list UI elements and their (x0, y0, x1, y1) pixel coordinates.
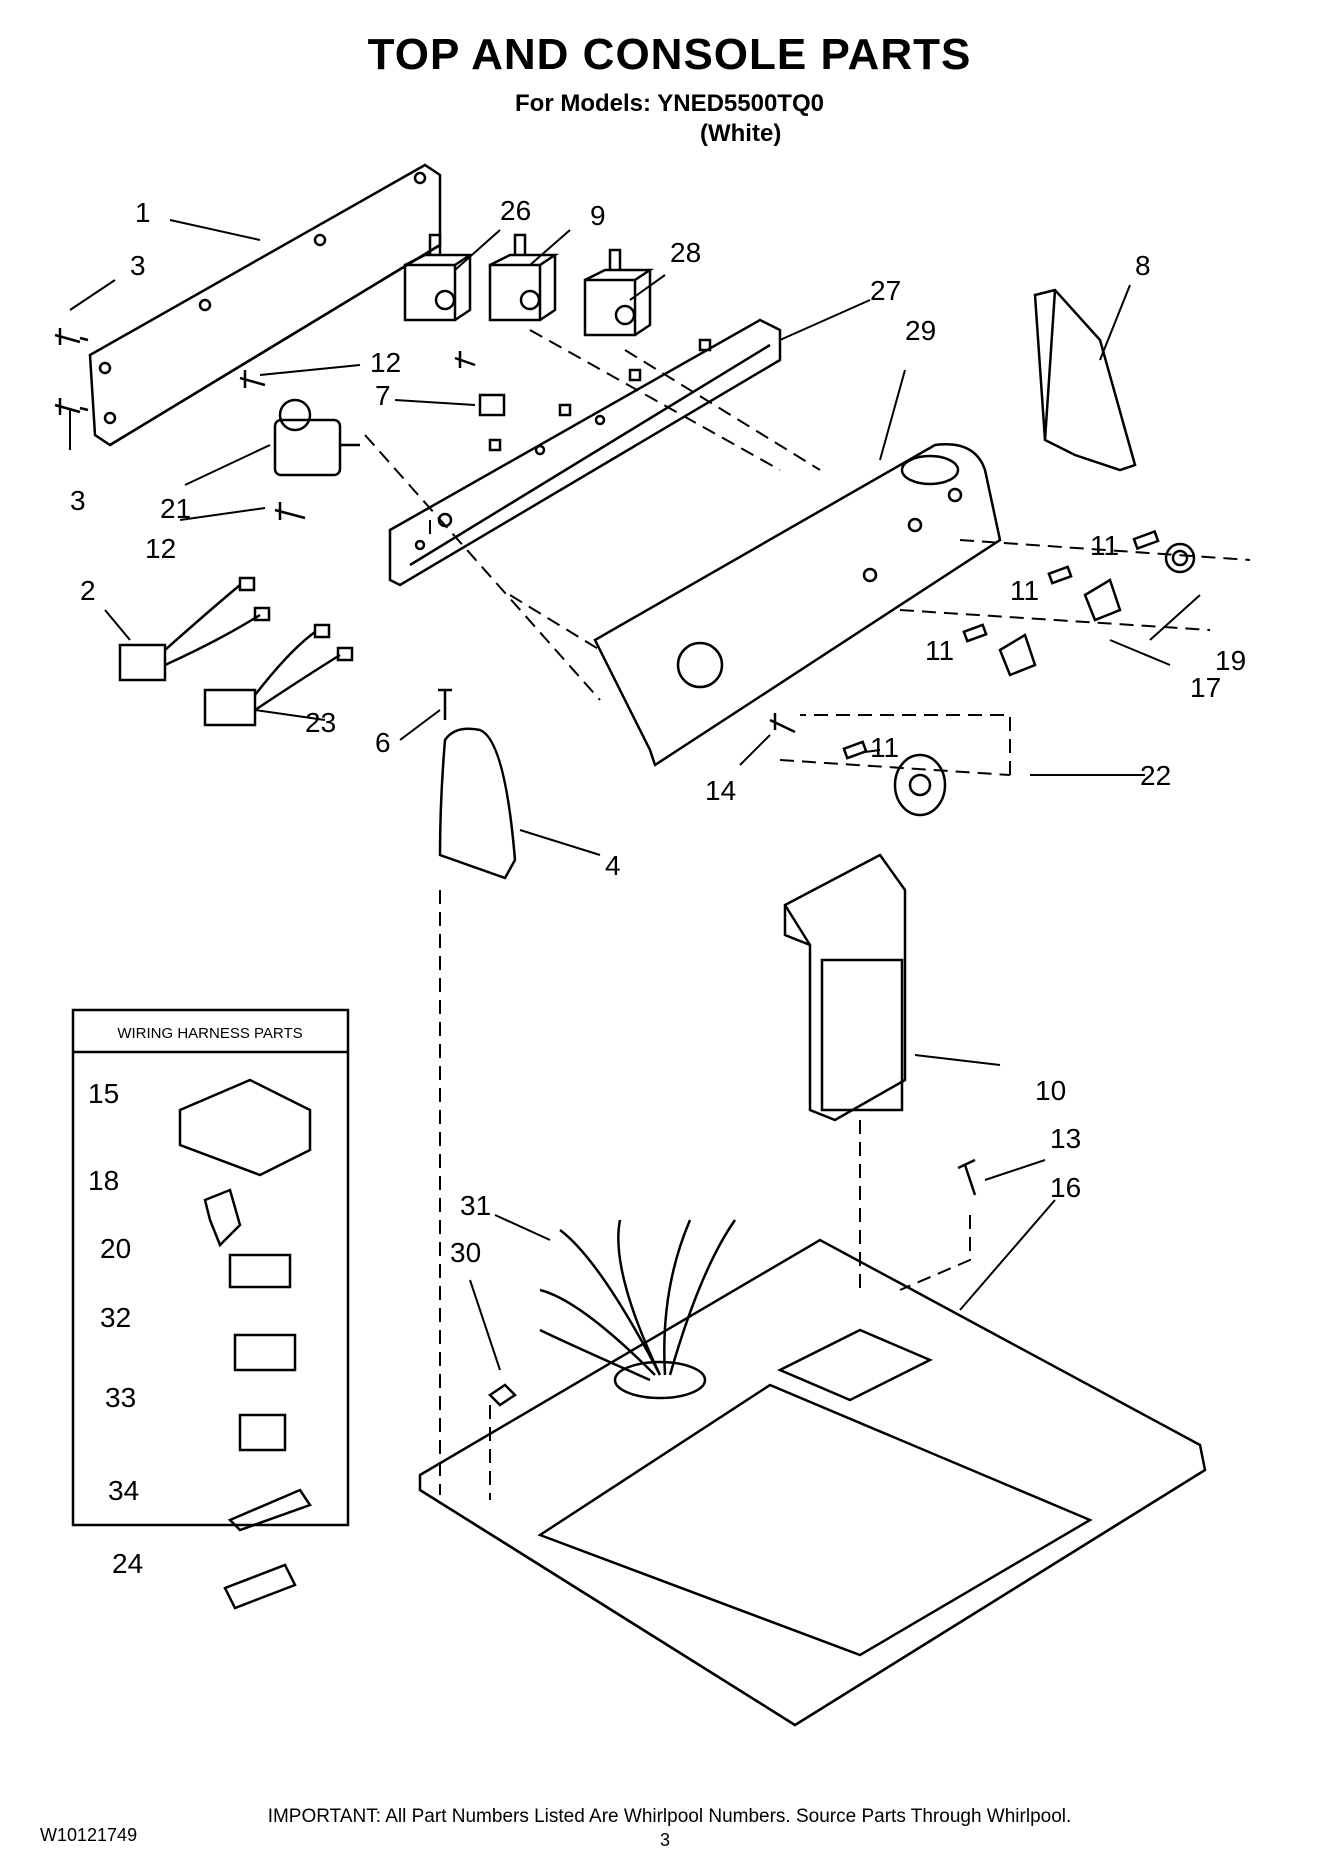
callout-22: 22 (1140, 760, 1171, 791)
screw-part (239, 370, 266, 388)
callout-11: 11 (1090, 530, 1119, 561)
callout-1: 1 (135, 197, 151, 228)
callout-10: 10 (1035, 1075, 1066, 1106)
inset-callout-32: 32 (100, 1302, 131, 1333)
screw-part (769, 713, 796, 734)
pin-part (1132, 529, 1160, 551)
screw-part (54, 398, 89, 415)
knob-22-part (893, 753, 947, 817)
inset-part-18 (203, 1188, 242, 1248)
side-trim-part (438, 727, 517, 880)
callout-30: 30 (450, 1237, 481, 1268)
inset-part-15 (178, 1078, 312, 1177)
inset-part-34 (227, 1488, 312, 1532)
callout-26: 26 (500, 195, 531, 226)
callout-16: 16 (1050, 1172, 1081, 1203)
console-panel-part (593, 443, 1002, 767)
pin-part (842, 740, 868, 760)
lint-screen-part (783, 853, 907, 1122)
callout-12: 12 (370, 347, 401, 378)
end-cap-part (1033, 288, 1137, 472)
timer-part (273, 398, 360, 477)
callout-4: 4 (605, 850, 621, 881)
footer-note: IMPORTANT: All Part Numbers Listed Are W… (267, 1806, 1072, 1827)
page-number: 3 (660, 1830, 671, 1849)
knob-19-part (1164, 542, 1196, 574)
page-title: TOP AND CONSOLE PARTS (367, 30, 972, 79)
inset-callout-layer: 15 18 20 32 33 34 24 (88, 1078, 143, 1579)
wiring-harness-inset (71, 1008, 350, 1527)
screw-part (438, 688, 452, 720)
top-panel-part (418, 1238, 1207, 1727)
inset-callout-34: 34 (108, 1475, 139, 1506)
switch-9-part (488, 233, 560, 322)
callout-7: 7 (375, 380, 391, 411)
main-harness-part (539, 1219, 737, 1382)
callout-6: 6 (375, 727, 391, 758)
clip-part (478, 393, 506, 417)
screw-part (957, 1158, 977, 1196)
model-line: For Models: YNED5500TQ0 (515, 90, 824, 117)
callout-14: 14 (705, 775, 736, 806)
inset-part-32 (233, 1333, 297, 1372)
color-line: (White) (700, 120, 782, 147)
screw-part (54, 328, 89, 345)
inset-callout-15: 15 (88, 1078, 119, 1109)
callout-13: 13 (1050, 1123, 1081, 1154)
callout-29: 29 (905, 315, 936, 346)
inset-callout-18: 18 (88, 1165, 119, 1196)
harness-2-part (118, 576, 271, 682)
inset-part-20 (228, 1253, 292, 1289)
inset-part-24 (223, 1563, 297, 1610)
callout-23: 23 (305, 707, 336, 738)
callout-9: 9 (590, 200, 606, 231)
inset-title: WIRING HARNESS PARTS (117, 1025, 302, 1042)
callout-28: 28 (670, 237, 701, 268)
switch-28-part (583, 248, 655, 337)
callout-27: 27 (870, 275, 901, 306)
callout-3: 3 (130, 250, 146, 281)
callout-8: 8 (1135, 250, 1151, 281)
callout-31: 31 (460, 1190, 491, 1221)
inset-part-33 (238, 1413, 287, 1452)
callout-12: 12 (145, 533, 176, 564)
callout-19: 19 (1215, 645, 1246, 676)
callout-11: 11 (1010, 575, 1039, 606)
callout-2: 2 (80, 575, 96, 606)
inset-callout-24: 24 (112, 1548, 143, 1579)
harness-23-part (203, 623, 354, 727)
knob-17b-part (998, 633, 1037, 677)
callout-3: 3 (70, 485, 86, 516)
screw-part (454, 351, 476, 368)
callout-17: 17 (1190, 672, 1221, 703)
pin-part (1047, 565, 1073, 585)
callout-11: 11 (870, 732, 899, 763)
inset-callout-33: 33 (105, 1382, 136, 1413)
inset-callout-20: 20 (100, 1233, 131, 1264)
control-bracket-part (388, 318, 782, 587)
pin-part (962, 623, 988, 643)
callout-11: 11 (925, 635, 954, 666)
clip-30-part (488, 1383, 517, 1407)
knob-17-part (1083, 578, 1122, 622)
switch-26-part (403, 233, 475, 322)
screw-part (274, 502, 306, 520)
document-number: W10121749 (40, 1825, 138, 1845)
callout-21: 21 (160, 493, 191, 524)
